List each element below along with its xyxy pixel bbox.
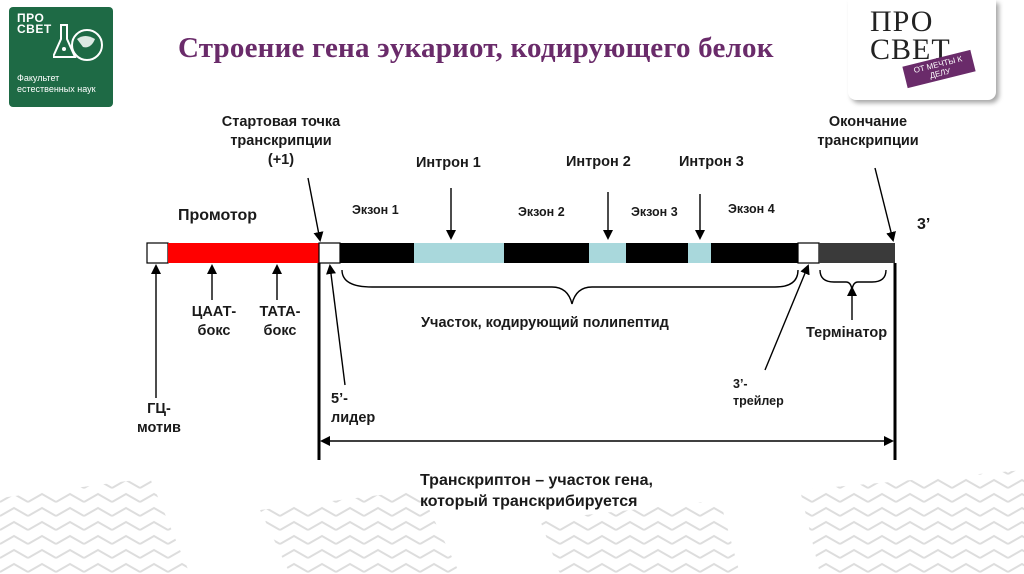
end-arrow	[874, 167, 896, 242]
logo-prosvet-right: ПРО СВЕТ ОТ МЕЧТЫ К ДЕЛУ	[848, 0, 996, 100]
three-prime-label: 3’	[917, 216, 931, 233]
flask-globe-icon	[53, 24, 103, 61]
leader-segment	[318, 242, 341, 264]
exon-3-label: Экзон 3	[631, 205, 678, 219]
page-title: Строение гена эукариот, кодирующего бело…	[178, 32, 774, 64]
terminator-label: Термінатор	[806, 325, 888, 341]
intron-2-segment	[589, 243, 626, 263]
intron-1-label: Интрон 1	[416, 155, 481, 171]
terminator-segment	[819, 243, 895, 263]
intron-3-label: Интрон 3	[679, 154, 744, 170]
gc-label-line1: ГЦ-	[147, 401, 171, 417]
exon-3-segment	[626, 243, 688, 263]
logo-brand-line1: ПРО	[17, 11, 45, 25]
logo-brand-text: ПРО СВЕТ	[17, 11, 52, 36]
coding-region-label: Участок, кодирующий полипептид	[421, 315, 669, 331]
coding-brace	[341, 269, 799, 305]
trailer-label: 3’- трейлер	[733, 376, 784, 410]
trailer-segment	[797, 242, 820, 264]
logo-prosvet-left: ПРО СВЕТ Факультет естественных наук	[9, 7, 113, 107]
promoter-segment	[168, 243, 319, 263]
gene-bar	[146, 242, 895, 264]
transcripton-label: Транскриптон – участок гена, который тра…	[420, 470, 653, 512]
logo-faculty-text: Факультет естественных наук	[17, 73, 96, 94]
transcripton-label-line1: Транскриптон – участок гена,	[420, 472, 653, 489]
transcripton-label-line2: который транскрибируется	[420, 493, 638, 510]
leader-arrow	[326, 264, 346, 386]
exon-4-label: Экзон 4	[728, 202, 775, 216]
caat-label-line2: бокс	[197, 323, 231, 339]
exon-2-label: Экзон 2	[518, 205, 565, 219]
logo-brand-line2: СВЕТ	[17, 22, 52, 36]
start-label-line3: (+1)	[267, 152, 295, 168]
caat-label-line1: ЦААТ-	[191, 304, 237, 320]
leader-label-line2: лидер	[331, 410, 376, 426]
end-label: Окончание транскрипции	[800, 113, 936, 151]
leader-label: 5’- лидер	[331, 390, 375, 428]
gc-box-segment	[146, 242, 169, 264]
tata-label-line1: ТАТА-	[259, 304, 301, 320]
gc-label-line2: мотив	[137, 420, 181, 436]
gc-motif-label: ГЦ- мотив	[130, 400, 188, 438]
exon-2-segment	[504, 243, 589, 263]
tata-box-label: ТАТА- бокс	[250, 303, 310, 341]
caat-box-label: ЦААТ- бокс	[183, 303, 245, 341]
exon-1-segment	[340, 243, 414, 263]
tata-label-line2: бокс	[263, 323, 297, 339]
decorative-stripes	[0, 470, 1024, 574]
exon-4-segment	[711, 243, 798, 263]
trailer-arrow	[764, 264, 810, 371]
trailer-label-line1: 3’-	[733, 377, 748, 391]
trailer-label-line2: трейлер	[733, 394, 784, 408]
end-label-line1: Окончание	[828, 114, 908, 130]
leader-label-line1: 5’-	[331, 391, 348, 407]
start-arrow	[307, 177, 324, 242]
intron-1-segment	[414, 243, 504, 263]
exon-1-label: Экзон 1	[352, 203, 399, 217]
start-label-line2: транскрипции	[230, 133, 332, 149]
intron-2-label: Интрон 2	[566, 154, 631, 170]
terminator-brace	[819, 269, 887, 291]
start-label: Стартовая точка транскрипции (+1)	[196, 113, 366, 170]
promoter-label: Промотор	[178, 207, 258, 224]
logo-right-line1: ПРО	[870, 5, 934, 38]
intron-3-segment	[688, 243, 711, 263]
start-label-line1: Стартовая точка	[221, 114, 341, 130]
end-label-line2: транскрипции	[817, 133, 919, 149]
